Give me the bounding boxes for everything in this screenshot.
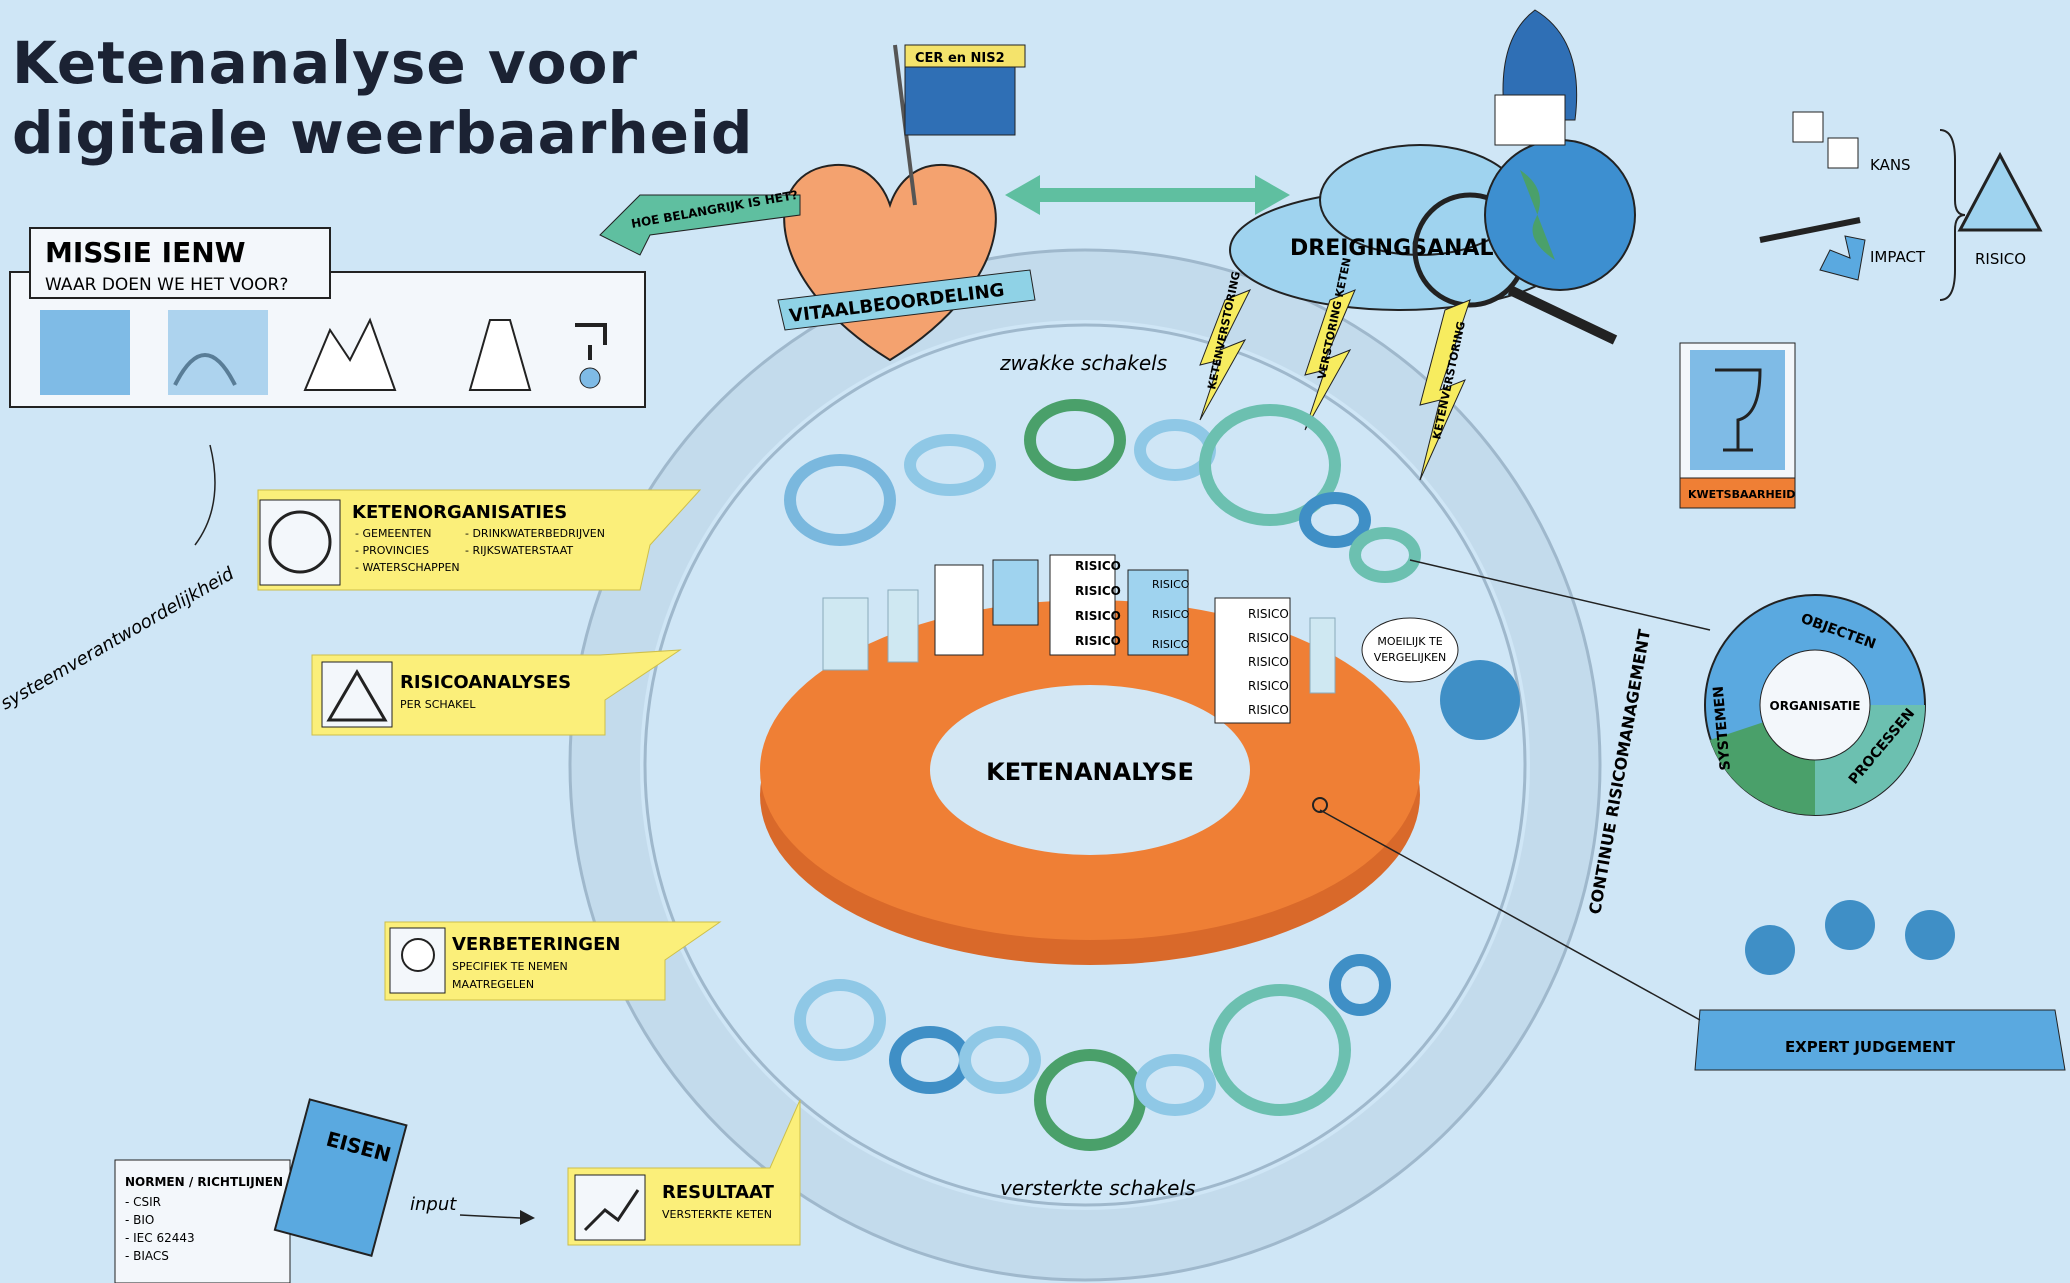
top-chain [784,399,1421,583]
dice-icon [1792,111,1824,143]
globe-icon [1484,139,1636,291]
normen-item-3: - IEC 62443 [125,1231,195,1245]
risicoanalyses-title: RISICOANALYSES [400,672,571,693]
ketenorg-title: KETENORGANISATIES [352,502,567,523]
zwakke-label: zwakke schakels [999,351,1167,375]
tap-icon [575,323,607,360]
risk-card-label-4: RISICO [1075,634,1121,648]
verbeteringen-note: VERBETERINGEN SPECIFIEK TE NEMEN MAATREG… [384,921,722,1001]
dike-icon [303,317,397,391]
eu-flag-icon [904,59,1016,136]
risk-card-label-10: RISICO [1248,655,1289,669]
ketenorg-item-2: - PROVINCIES [355,544,429,557]
ketenorg-item-3: - WATERSCHAPPEN [355,561,460,574]
ketenorg-note: KETENORGANISATIES - GEMEENTEN - PROVINCI… [257,489,702,591]
risk-card-label-3: RISICO [1075,609,1121,623]
road-icon [468,319,532,391]
ring-label: KETENANALYSE [986,758,1194,786]
verbeteringen-sub-1: SPECIFIEK TE NEMEN [452,960,568,973]
resultaat-sub: VERSTERKTE KETEN [662,1208,772,1221]
eisen-clipboard: NORMEN / RICHTLIJNEN - CSIR - BIO - IEC … [114,1098,535,1283]
kans-label: KANS [1870,156,1911,174]
kwetsbaarheid-card: KWETSBAARHEID [1679,342,1796,509]
normen-item-1: - CSIR [125,1195,161,1209]
hammer-icon [1759,217,1861,243]
donut-center: ORGANISATIE [1770,699,1861,713]
risk-card-label-1: RISICO [1075,559,1121,573]
kwetsbaarheid-label: KWETSBAARHEID [1688,488,1795,501]
verbeteringen-title: VERBETERINGEN [452,934,620,955]
moeilijk-bubble: MOEILIJK TE VERGELIJKEN [1361,617,1520,740]
bolt-1 [1199,289,1252,421]
bolt-2 [1304,289,1356,431]
ketenorg-item-5: - RIJKSWATERSTAAT [465,544,573,557]
moeilijk-line1: MOEILIJK TE [1377,635,1442,648]
normen-title: NORMEN / RICHTLIJNEN [125,1175,283,1189]
growth-chart-icon [583,1189,640,1232]
broken-glass-icon [1715,368,1762,452]
warning-icon [1957,151,2043,232]
versterkte-label: versterkte schakels [1000,1176,1195,1200]
risk-card-label-8: RISICO [1248,607,1289,621]
systeem-label: systeemverantwoordelijkheid [0,563,238,714]
ketenorg-item-1: - GEMEENTEN [355,527,431,540]
page-title: Ketenanalyse voor digitale weerbaarheid [12,29,754,167]
systeem-arrow [194,444,216,546]
risico-label: RISICO [1975,250,2026,268]
risk-card-label-11: RISICO [1248,679,1289,693]
experts-icon [1745,925,1795,975]
person-icon [1440,660,1520,740]
clipboard-icon [273,1098,408,1257]
warning-icon-2 [326,669,388,722]
missie-subtitle: WAAR DOEN WE HET VOOR? [45,275,288,295]
cycle-arcs [568,248,1602,1282]
bottom-chain [794,954,1391,1151]
impact-label: IMPACT [1870,248,1926,266]
ketenorg-item-4: - DRINKWATERBEDRIJVEN [465,527,605,540]
missie-title: MISSIE IENW [45,236,246,269]
vitaal-banner [777,269,1036,331]
risk-cards: RISICO RISICO RISICO RISICO RISICO RISIC… [822,554,1336,724]
risicoanalyses-note: RISICOANALYSES PER SCHAKEL [311,649,682,736]
risk-card-label-12: RISICO [1248,703,1289,717]
risicoanalyses-sub: PER SCHAKEL [400,698,476,711]
risk-card-label-6: RISICO [1152,608,1190,621]
lightbulb-icon [401,938,435,972]
organisatie-donut: ORGANISATIE OBJECTEN PROCESSEN SYSTEMEN [1409,559,1926,816]
risk-card-label-5: RISICO [1152,578,1190,591]
risk-legend: KANS IMPACT RISICO [1759,111,2043,301]
importance-arrow [599,194,801,256]
vitaalbeoordeling: CER en NIS2 HOE BELANGRIJK IS HET? VITAA… [599,44,1036,362]
flag-label: CER en NIS2 [915,51,1005,66]
risk-card-label-9: RISICO [1248,631,1289,645]
verbeteringen-sub-2: MAATREGELEN [452,978,534,991]
normen-item-2: - BIO [125,1213,154,1227]
risk-card-label-7: RISICO [1152,638,1190,651]
broken-chain-icon [268,510,332,574]
resultaat-title: RESULTAAT [662,1182,775,1203]
expert-judgement: EXPERT JUDGEMENT [1319,809,2066,1071]
bolt-3 [1419,299,1471,481]
resultaat-note: RESULTAAT VERSTERKTE KETEN [567,1099,801,1246]
dam-icon [40,310,130,395]
expert-label: EXPERT JUDGEMENT [1785,1038,1956,1056]
donut-segment-3: SYSTEMEN [1711,685,1734,771]
normen-item-4: - BIACS [125,1249,169,1263]
input-label: input [410,1194,457,1215]
moeilijk-line2: VERGELIJKEN [1374,651,1447,664]
risk-card-label-2: RISICO [1075,584,1121,598]
missie-panel: MISSIE IENW WAAR DOEN WE HET VOOR? [9,227,646,408]
